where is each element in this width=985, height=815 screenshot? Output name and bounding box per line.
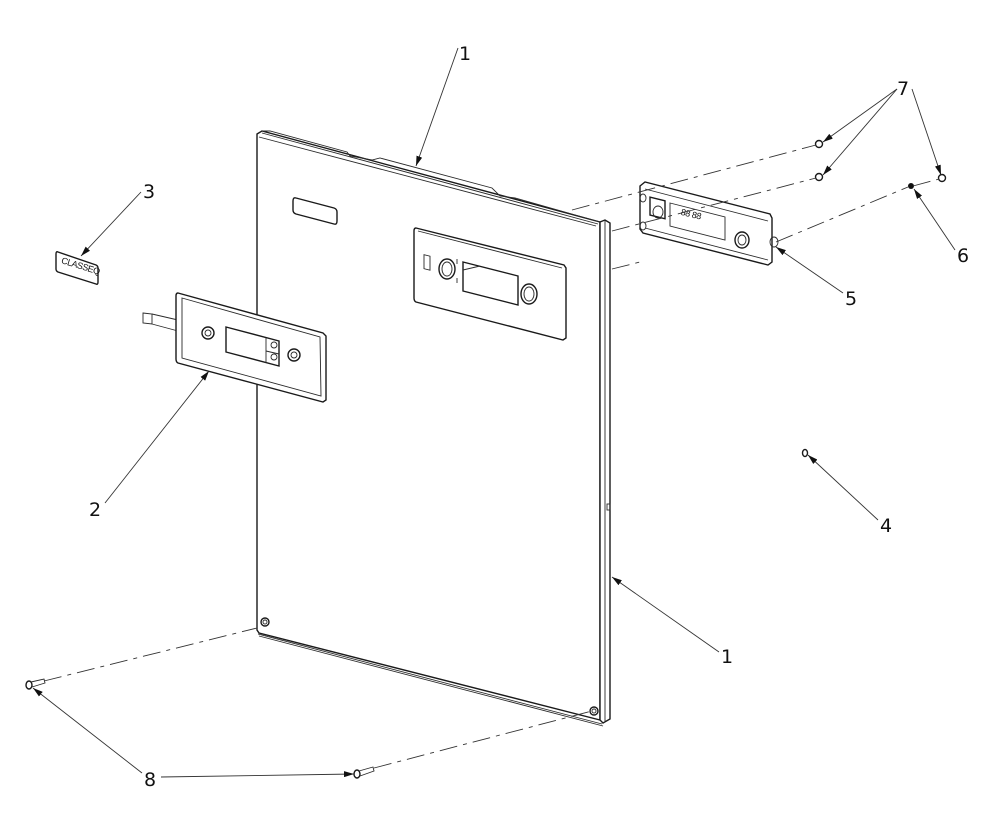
nut-2 (814, 172, 824, 182)
panel-display-cutout (413, 227, 567, 341)
nut-1 (814, 139, 824, 149)
membrane-overlay (142, 292, 327, 403)
main-panel (256, 130, 611, 727)
classeq-badge: CLASSEQ (55, 251, 101, 285)
callout-5: 5 (845, 288, 857, 310)
callout-4: 4 (880, 515, 892, 537)
ring (801, 448, 809, 458)
screw-left (25, 678, 46, 690)
callout-8: 8 (144, 769, 156, 791)
callout-2: 2 (89, 499, 101, 521)
nut-3 (937, 173, 947, 183)
svg-text:88 88: 88 88 (680, 207, 703, 222)
callouts: 1 1 2 3 4 5 6 7 8 (32, 43, 969, 791)
control-board: 88 88 (639, 181, 779, 266)
callout-1-right: 1 (721, 646, 733, 668)
callout-7: 7 (897, 78, 909, 100)
callout-1-top: 1 (459, 43, 471, 65)
spacer (908, 183, 914, 189)
callout-3: 3 (143, 181, 155, 203)
callout-6: 6 (957, 245, 969, 267)
assembly-lines (43, 144, 940, 769)
screw-bottom (353, 766, 375, 779)
